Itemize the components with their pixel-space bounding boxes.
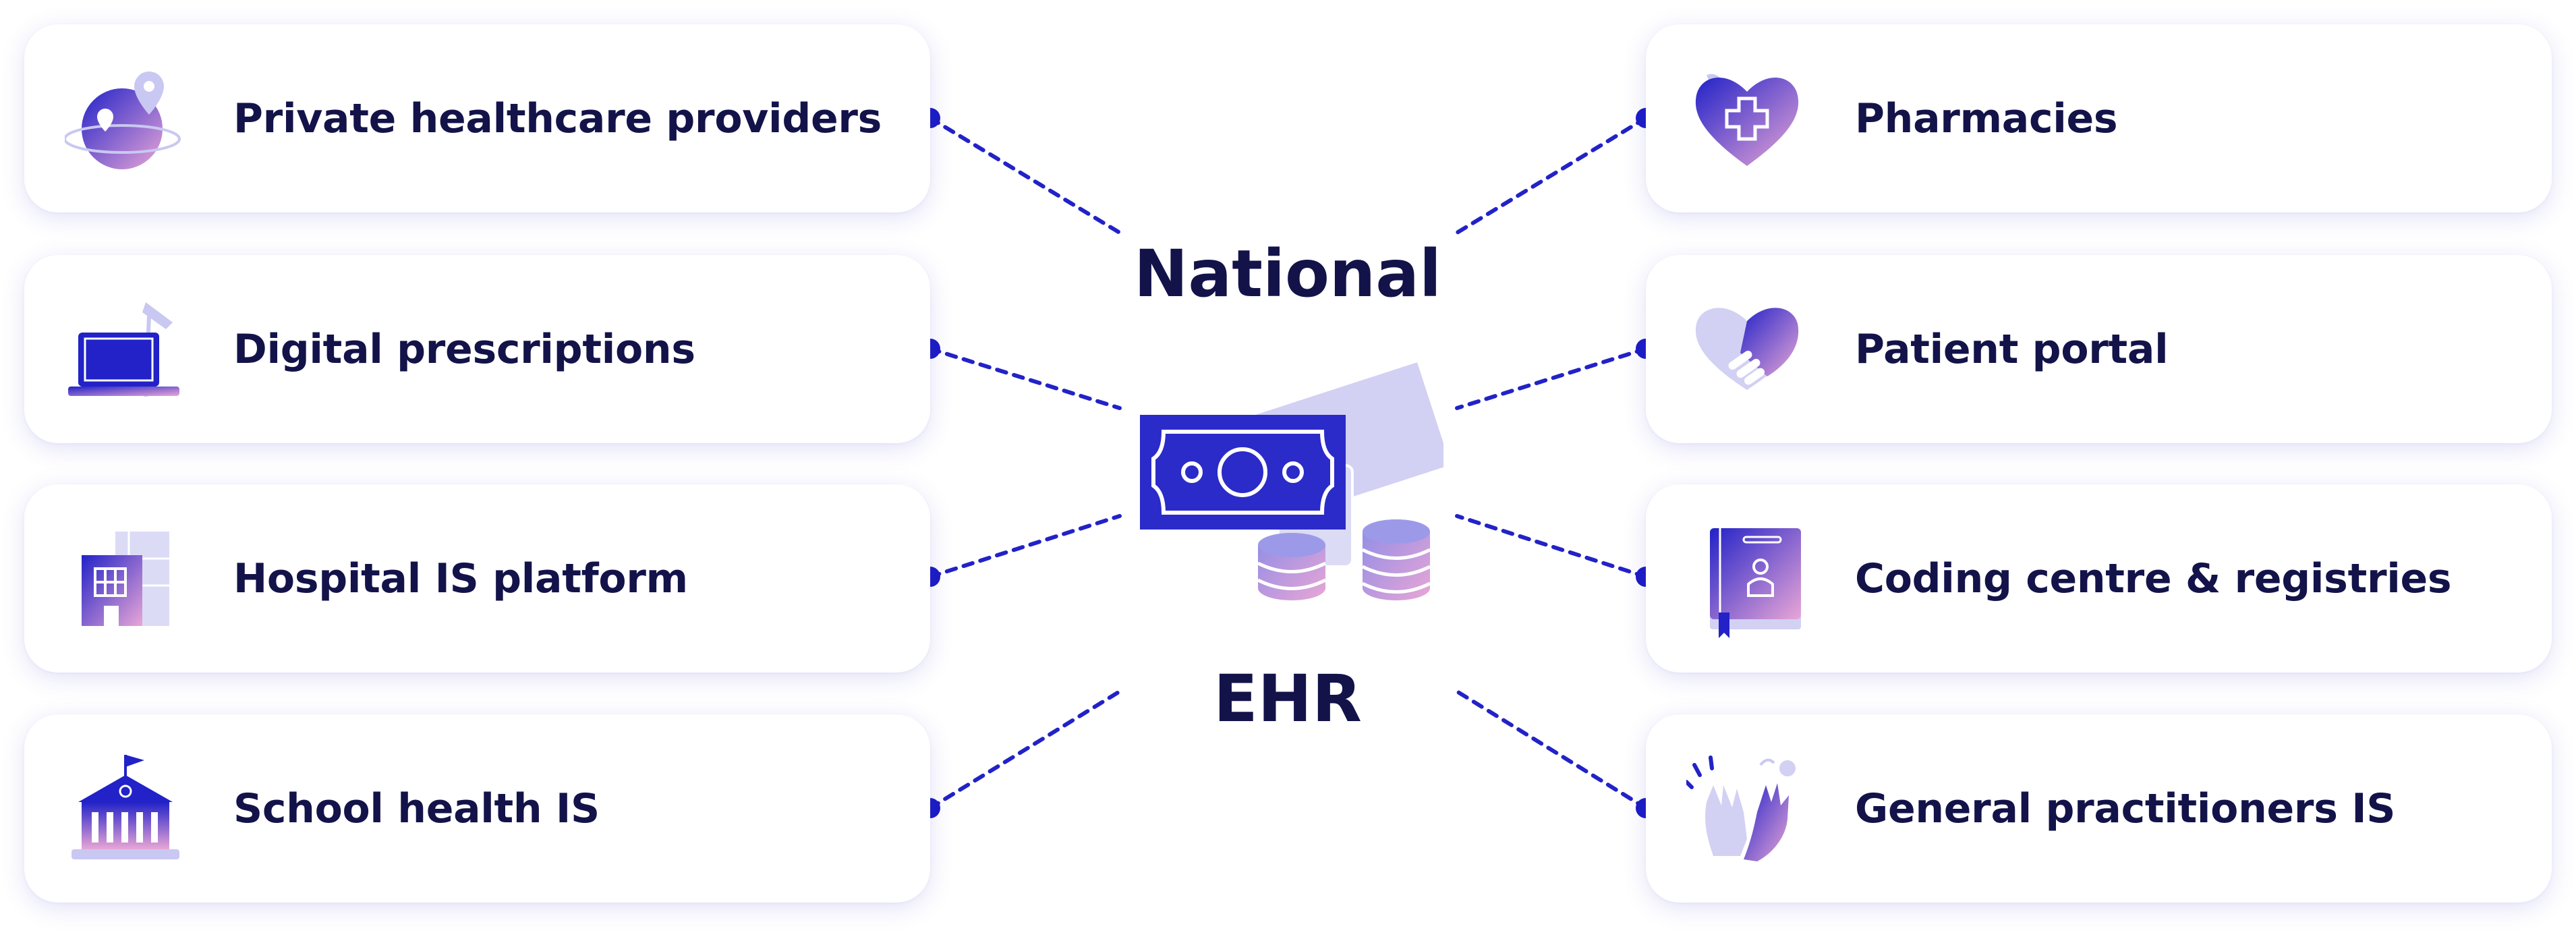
connector-line: [928, 689, 1122, 810]
waving-hands-icon: [1686, 748, 1808, 869]
node-label: School health IS: [233, 785, 600, 832]
heart-cross-icon: [1686, 58, 1808, 179]
node-private-healthcare-providers: Private healthcare providers: [24, 24, 930, 212]
node-pharmacies: Pharmacies: [1646, 24, 2552, 212]
title-national: National: [1134, 236, 1441, 312]
title-ehr: EHR: [1213, 661, 1362, 737]
money-coins-icon: [1133, 351, 1451, 614]
registry-book-icon: [1686, 518, 1808, 639]
school-building-icon: [65, 748, 186, 869]
connector-line: [1455, 347, 1648, 410]
node-label: Patient portal: [1855, 325, 2169, 373]
connector-line: [1455, 116, 1648, 235]
connector-line: [1455, 689, 1648, 810]
node-school-health-is: School health IS: [24, 714, 930, 903]
connector-line: [928, 116, 1122, 235]
connector-line: [928, 514, 1122, 579]
globe-location-icon: [65, 58, 186, 179]
laptop-lamp-icon: [65, 289, 186, 410]
connector-line: [928, 347, 1122, 410]
node-label: Hospital IS platform: [233, 554, 688, 602]
node-hospital-is-platform: Hospital IS platform: [24, 484, 930, 673]
node-digital-prescriptions: Digital prescriptions: [24, 255, 930, 443]
node-coding-centre-registries: Coding centre & registries: [1646, 484, 2552, 673]
heart-handshake-icon: [1686, 289, 1808, 410]
node-general-practitioners-is: General practitioners IS: [1646, 714, 2552, 903]
node-label: General practitioners IS: [1855, 785, 2396, 832]
node-label: Private healthcare providers: [233, 94, 882, 142]
node-label: Digital prescriptions: [233, 325, 695, 373]
node-label: Pharmacies: [1855, 94, 2118, 142]
node-patient-portal: Patient portal: [1646, 255, 2552, 443]
node-label: Coding centre & registries: [1855, 554, 2452, 602]
hospital-building-icon: [65, 518, 186, 639]
connector-line: [1455, 514, 1648, 579]
